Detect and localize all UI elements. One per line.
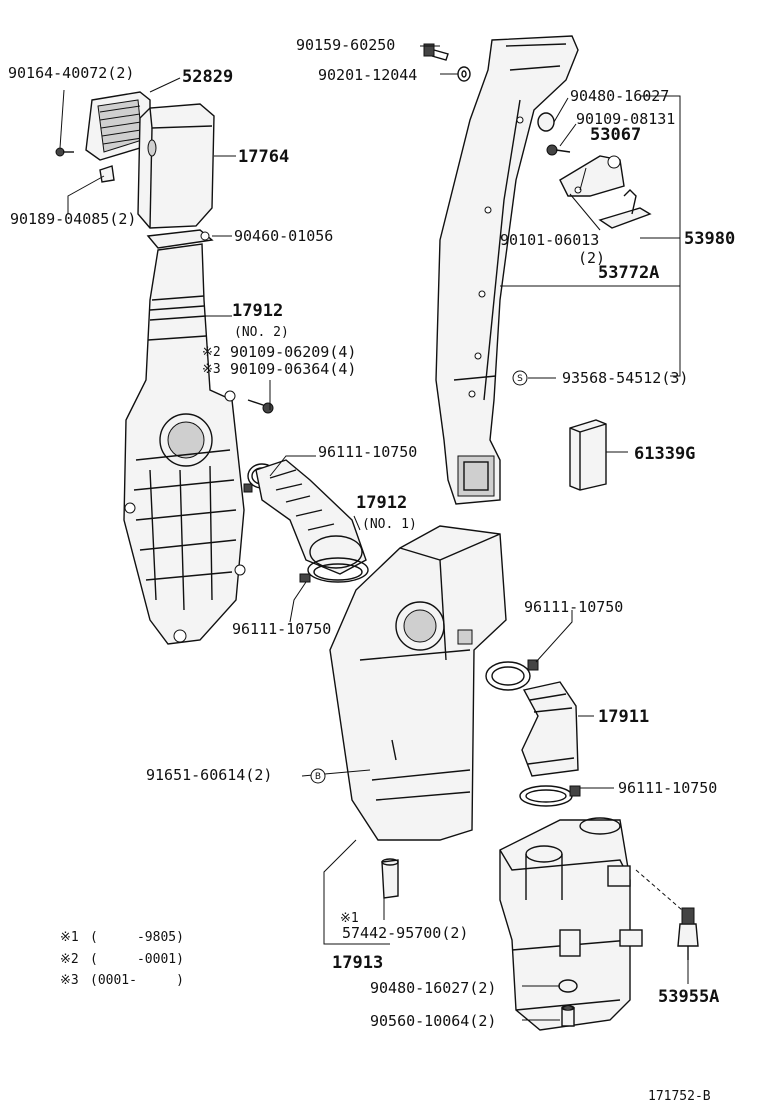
intake-cover-52829 (85, 91, 151, 161)
svg-text:B: B (315, 772, 321, 782)
label-17913: 17913 (332, 953, 383, 973)
bolt-90109-c (546, 144, 571, 156)
note-2-text: ( -0001) (90, 952, 184, 967)
bracket-53772a (598, 189, 652, 229)
clamp-96111-right (485, 659, 539, 691)
label-90189: 90189-04085(2) (10, 210, 136, 228)
symbol-s: S (512, 370, 528, 386)
label-61339g: 61339G (634, 444, 695, 464)
gasket-90460 (146, 229, 214, 249)
label-90460: 90460-01056 (234, 227, 333, 245)
label-53772a: 53772A (598, 263, 659, 283)
grommet-90480-top (537, 112, 555, 132)
label-57442: 57442-95700(2) (342, 924, 468, 942)
label-17912-no1: 17912 (356, 493, 407, 513)
intake-box-17764 (137, 103, 215, 229)
air-cleaner-case (499, 817, 643, 1031)
label-90109-c: 90109-08131 (576, 110, 675, 128)
hose-17912-no1 (255, 459, 367, 575)
leader-lines (59, 45, 689, 1021)
collar-90560 (561, 1005, 575, 1027)
footnotes: ※1 ( -9805) ※2 ( -0001) ※3 (0001- ) (60, 930, 184, 988)
label-93568: 93568-54512(3) (562, 369, 688, 387)
resonator-17913 (329, 525, 507, 841)
bolt-90164 (55, 147, 74, 157)
label-90109-b: 90109-06364(4) (230, 360, 356, 378)
label-90480-top: 90480-16027 (570, 87, 669, 105)
note-3-mark: ※3 (60, 973, 79, 988)
foam-61339g (569, 419, 607, 491)
label-53980: 53980 (684, 229, 735, 249)
label-90109-b-mark: ※3 (202, 362, 221, 377)
label-17912-no2: 17912 (232, 301, 283, 321)
bracket-53067 (559, 155, 625, 197)
svg-text:S: S (517, 374, 523, 384)
label-96111-lower: 96111-10750 (618, 779, 717, 797)
part-labels: 90164-40072(2) 52829 17764 90189-04085(2… (8, 36, 735, 1030)
note-3-text: (0001- ) (90, 973, 184, 988)
hose-17911 (521, 681, 579, 777)
nut-57442 (381, 858, 399, 899)
washer-90201 (457, 66, 471, 82)
label-17911: 17911 (598, 707, 649, 727)
label-90560: 90560-10064(2) (370, 1012, 496, 1030)
label-53955a: 53955A (658, 987, 719, 1007)
clamp-96111-left (299, 557, 369, 583)
note-1-mark: ※1 (60, 930, 79, 945)
label-90159: 90159-60250 (296, 36, 395, 54)
clamp-96111-lower (519, 785, 581, 807)
label-52829: 52829 (182, 67, 233, 87)
label-96111-right: 96111-10750 (524, 598, 623, 616)
label-57442-mark: ※1 (340, 911, 359, 926)
label-17912-no1-sub: (NO. 1) (362, 517, 417, 532)
label-17912-no2-sub: (NO. 2) (234, 325, 289, 340)
bolt-90109-a (247, 399, 274, 414)
label-90109-a: 90109-06209(4) (230, 343, 356, 361)
label-90109-a-mark: ※2 (202, 345, 221, 360)
label-90101-qty: (2) (578, 249, 605, 267)
label-90101: 90101-06013 (500, 231, 599, 249)
label-17764: 17764 (238, 147, 289, 167)
note-1-text: ( -9805) (90, 930, 184, 945)
note-2-mark: ※2 (60, 952, 79, 967)
label-90164: 90164-40072(2) (8, 64, 134, 82)
duct-17912-no2 (123, 243, 246, 645)
bolt-90159 (423, 43, 449, 61)
valve-53955a (677, 907, 699, 960)
figure-code: 171752-B (648, 1089, 711, 1104)
duct-53980-assembly (435, 35, 579, 505)
clip-90189 (99, 165, 115, 183)
label-90480-bottom: 90480-16027(2) (370, 979, 496, 997)
label-91651: 91651-60614(2) (146, 766, 272, 784)
symbol-b: B (310, 768, 326, 784)
label-96111-left: 96111-10750 (232, 620, 331, 638)
grommet-90480-bottom (558, 979, 578, 993)
label-96111-top: 96111-10750 (318, 443, 417, 461)
label-90201: 90201-12044 (318, 66, 417, 84)
label-53067: 53067 (590, 125, 641, 145)
